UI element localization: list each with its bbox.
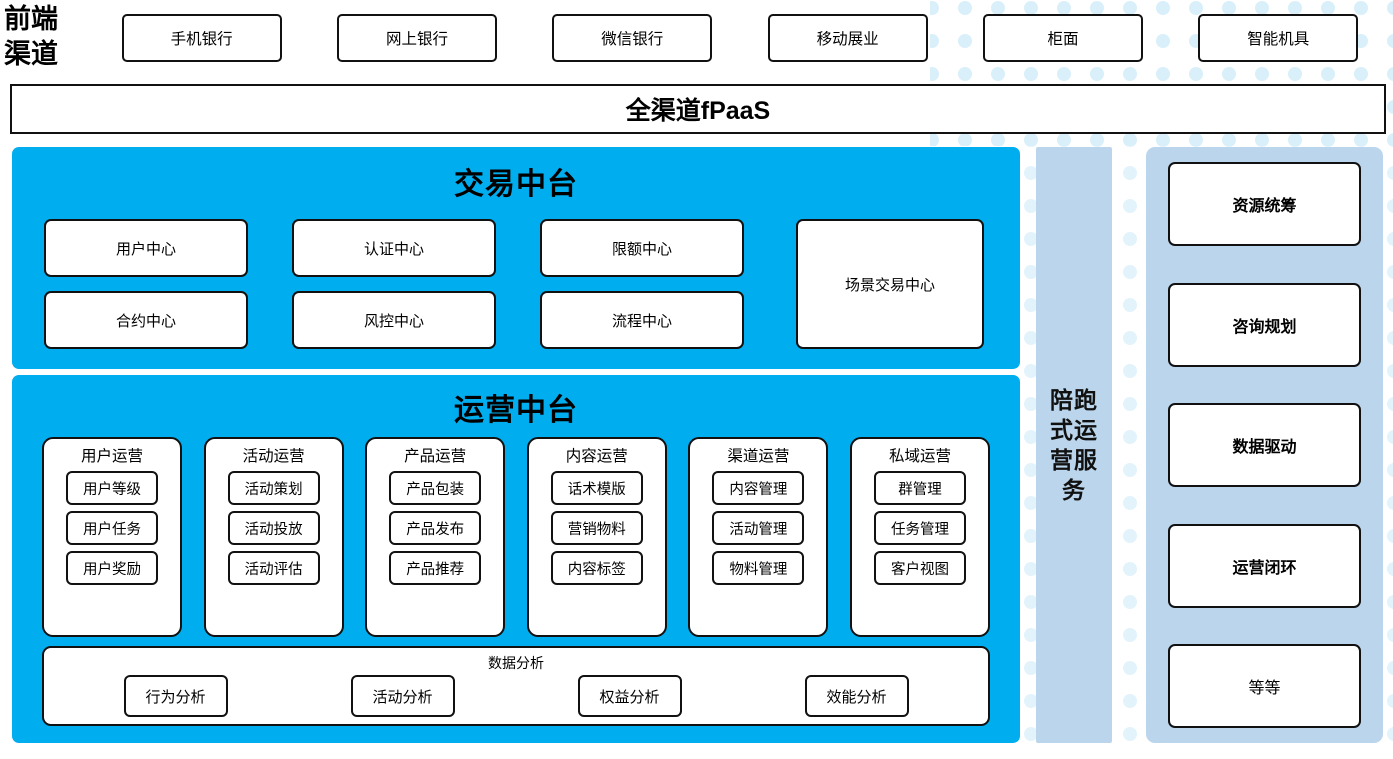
- ops-columns-row: 用户运营 用户等级 用户任务 用户奖励 活动运营 活动策划 活动投放 活动评估 …: [42, 437, 990, 637]
- trade-box-user-center[interactable]: 用户中心: [44, 219, 248, 277]
- channel-box-smart-machine[interactable]: 智能机具: [1198, 14, 1359, 62]
- ops-platform-title: 运营中台: [454, 394, 578, 427]
- ops-item-group-management[interactable]: 群管理: [873, 471, 966, 505]
- ops-column-title: 私域运营: [888, 448, 951, 465]
- trade-box-process-center[interactable]: 流程中心: [540, 291, 744, 349]
- ops-column-title: 渠道运营: [727, 448, 790, 465]
- ops-item-task-management[interactable]: 任务管理: [873, 511, 966, 545]
- data-analysis-container: 数据分析 行为分析 活动分析 权益分析 效能分析: [42, 646, 990, 726]
- channel-cell: 手机银行: [94, 14, 309, 62]
- ops-item-campaign-planning[interactable]: 活动策划: [227, 471, 320, 505]
- trade-box-limit-center[interactable]: 限额中心: [540, 219, 744, 277]
- channel-box-counter[interactable]: 柜面: [982, 14, 1143, 62]
- fpaas-banner[interactable]: 全渠道fPaaS: [10, 84, 1386, 134]
- ops-item-content-tag[interactable]: 内容标签: [550, 551, 643, 585]
- ops-column-title: 用户运营: [80, 448, 143, 465]
- data-analysis-box-efficiency[interactable]: 效能分析: [804, 675, 909, 717]
- ops-item-user-reward[interactable]: 用户奖励: [66, 551, 158, 585]
- ops-item-product-packaging[interactable]: 产品包装: [389, 471, 482, 505]
- trade-box-scenario-trade-center[interactable]: 场景交易中心: [796, 219, 984, 349]
- channel-cell: 移动展业: [740, 14, 955, 62]
- trade-box-contract-center[interactable]: 合约中心: [44, 291, 248, 349]
- ops-item-campaign-evaluation[interactable]: 活动评估: [227, 551, 320, 585]
- ops-item-marketing-material[interactable]: 营销物料: [550, 511, 643, 545]
- data-analysis-title: 数据分析: [488, 655, 544, 671]
- data-analysis-box-behavior[interactable]: 行为分析: [123, 675, 228, 717]
- ops-column-channel-operation: 渠道运营 内容管理 活动管理 物料管理: [688, 437, 829, 637]
- capability-box-etc[interactable]: 等等: [1168, 644, 1361, 728]
- ops-item-material-management[interactable]: 物料管理: [712, 551, 805, 585]
- ops-column-private-domain-operation: 私域运营 群管理 任务管理 客户视图: [849, 437, 990, 637]
- capability-box-resource-coordination[interactable]: 资源统筹: [1168, 162, 1361, 246]
- ops-column-title: 产品运营: [404, 448, 467, 465]
- capability-box-data-driven[interactable]: 数据驱动: [1168, 403, 1361, 487]
- front-channel-row: 手机银行 网上银行 微信银行 移动展业 柜面 智能机具: [94, 14, 1386, 62]
- ops-column-user-operation: 用户运营 用户等级 用户任务 用户奖励: [42, 437, 182, 637]
- channel-cell: 智能机具: [1171, 14, 1386, 62]
- ops-item-product-release[interactable]: 产品发布: [389, 511, 482, 545]
- ops-item-content-management[interactable]: 内容管理: [712, 471, 805, 505]
- ops-column-campaign-operation: 活动运营 活动策划 活动投放 活动评估: [203, 437, 344, 637]
- ops-item-campaign-delivery[interactable]: 活动投放: [227, 511, 320, 545]
- capability-box-operation-closed-loop[interactable]: 运营闭环: [1168, 523, 1361, 608]
- ops-column-product-operation: 产品运营 产品包装 产品发布 产品推荐: [365, 437, 506, 637]
- data-analysis-box-campaign[interactable]: 活动分析: [350, 675, 455, 717]
- trade-box-auth-center[interactable]: 认证中心: [292, 219, 496, 277]
- ops-column-title: 内容运营: [565, 448, 628, 465]
- data-analysis-box-benefit[interactable]: 权益分析: [577, 675, 682, 717]
- capability-box-consulting-planning[interactable]: 咨询规划: [1168, 282, 1361, 367]
- ops-column-content-operation: 内容运营 话术模版 营销物料 内容标签: [526, 437, 667, 637]
- accompanying-operation-service-rail: 陪跑式运营服务: [1036, 147, 1112, 743]
- ops-item-user-level[interactable]: 用户等级: [66, 471, 158, 505]
- trade-platform-title: 交易中台: [454, 168, 578, 201]
- channel-box-mobile-bank[interactable]: 手机银行: [121, 14, 282, 62]
- front-channel-label-line1: 前端: [4, 4, 58, 34]
- front-channel-label: 前端 渠道: [4, 2, 86, 76]
- ops-item-campaign-management[interactable]: 活动管理: [712, 511, 805, 545]
- ops-item-customer-view[interactable]: 客户视图: [873, 551, 966, 585]
- channel-box-mobile-business[interactable]: 移动展业: [767, 14, 928, 62]
- channel-cell: 柜面: [955, 14, 1170, 62]
- ops-item-script-template[interactable]: 话术模版: [550, 471, 643, 505]
- channel-box-online-bank[interactable]: 网上银行: [336, 14, 497, 62]
- ops-platform-panel: 运营中台 用户运营 用户等级 用户任务 用户奖励 活动运营 活动策划 活动投放 …: [12, 375, 1020, 743]
- trade-platform-panel: 交易中台 用户中心 认证中心 限额中心 合约中心 风控中心 流程中心 场景交易中…: [12, 147, 1020, 369]
- channel-box-wechat-bank[interactable]: 微信银行: [552, 14, 713, 62]
- service-rail-label: 陪跑式运营服务: [1050, 387, 1098, 503]
- capability-column: 资源统筹 咨询规划 数据驱动 运营闭环 等等: [1146, 147, 1383, 743]
- channel-cell: 微信银行: [525, 14, 740, 62]
- front-channel-label-line2: 渠道: [4, 39, 58, 69]
- ops-item-user-task[interactable]: 用户任务: [66, 511, 158, 545]
- channel-cell: 网上银行: [309, 14, 524, 62]
- trade-box-risk-center[interactable]: 风控中心: [292, 291, 496, 349]
- data-analysis-row: 行为分析 活动分析 权益分析 效能分析: [62, 675, 970, 717]
- ops-item-product-recommendation[interactable]: 产品推荐: [389, 551, 482, 585]
- ops-column-title: 活动运营: [242, 448, 305, 465]
